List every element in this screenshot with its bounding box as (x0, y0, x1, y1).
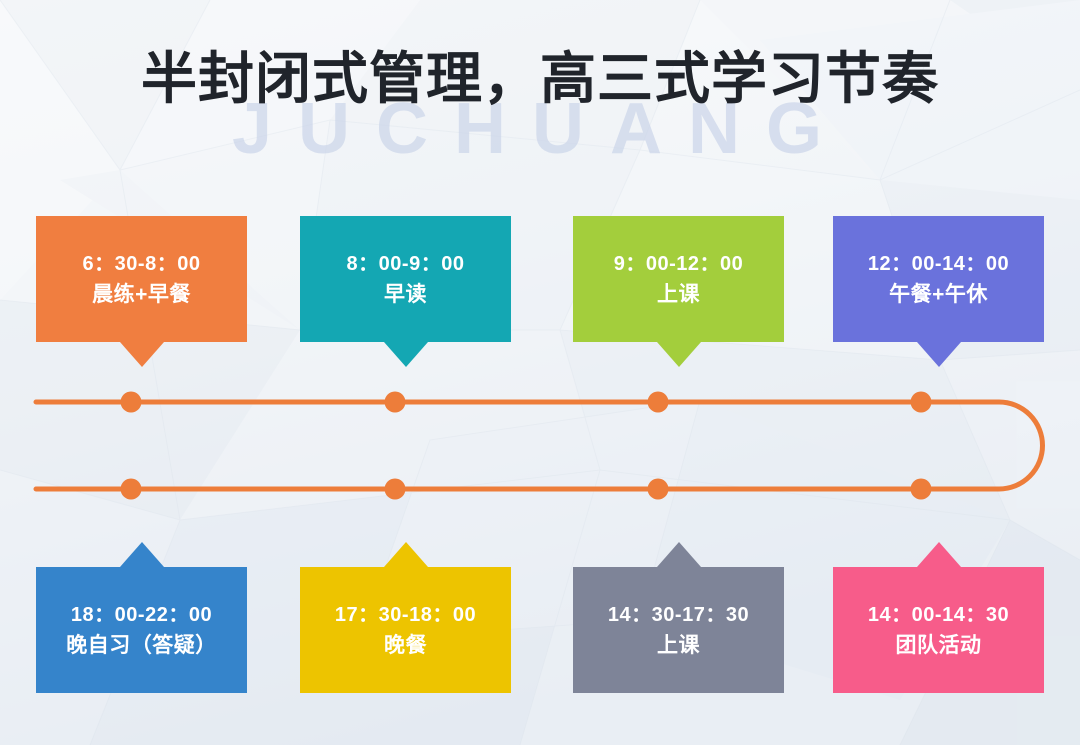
schedule-card-label: 早读 (384, 282, 427, 306)
timeline-node-bottom-4[interactable] (910, 478, 932, 500)
card-tail-icon (656, 342, 701, 367)
schedule-card-label: 团队活动 (895, 633, 982, 657)
timeline-node-top-3[interactable] (647, 391, 669, 413)
schedule-card-time: 18：00-22：00 (70, 603, 213, 626)
schedule-card-time: 9：00-12：00 (613, 252, 744, 275)
timeline-node-bottom-3[interactable] (647, 478, 669, 500)
schedule-row-morning: 6：30-8：00 晨练+早餐 8：00-9：00 早读 9：00-12：00 … (0, 216, 1080, 367)
timeline-node-top-2[interactable] (384, 391, 406, 413)
schedule-card-time: 17：30-18：00 (334, 603, 477, 626)
schedule-card-label: 上课 (657, 633, 700, 657)
schedule-card-time: 12：00-14：00 (867, 252, 1010, 275)
schedule-card-label: 午餐+午休 (889, 282, 988, 306)
schedule-card-time: 14：30-17：30 (607, 603, 750, 626)
card-tail-icon (656, 542, 701, 567)
timeline-node-top-4[interactable] (910, 391, 932, 413)
card-tail-icon (383, 542, 428, 567)
schedule-card-afternoon-class[interactable]: 14：30-17：30 上课 (573, 542, 784, 693)
schedule-card-time: 6：30-8：00 (82, 252, 201, 275)
schedule-card-time: 14：00-14：30 (867, 603, 1010, 626)
schedule-card-time: 8：00-9：00 (346, 252, 465, 275)
page-title: 半封闭式管理，高三式学习节奏 (141, 47, 939, 110)
schedule-card-team-activity[interactable]: 14：00-14：30 团队活动 (833, 542, 1044, 693)
schedule-card-label: 晨练+早餐 (92, 282, 191, 306)
timeline-node-bottom-1[interactable] (120, 478, 142, 500)
schedule-card-label: 上课 (657, 282, 700, 306)
card-tail-icon (383, 342, 428, 367)
card-tail-icon (916, 342, 961, 367)
card-tail-icon (916, 542, 961, 567)
card-tail-icon (119, 542, 164, 567)
schedule-row-evening: 18：00-22：00 晚自习（答疑） 17：30-18：00 晚餐 14：30… (0, 542, 1080, 693)
timeline-snake-line (33, 399, 1045, 492)
timeline-node-top-1[interactable] (120, 391, 142, 413)
timeline-node-bottom-2[interactable] (384, 478, 406, 500)
schedule-card-morning-exercise[interactable]: 6：30-8：00 晨练+早餐 (36, 216, 247, 367)
timeline-nodes (120, 391, 932, 500)
schedule-card-evening-study[interactable]: 18：00-22：00 晚自习（答疑） (36, 542, 247, 693)
card-tail-icon (119, 342, 164, 367)
schedule-card-morning-reading[interactable]: 8：00-9：00 早读 (300, 216, 511, 367)
brand-watermark: JUCHUANG (231, 89, 849, 169)
schedule-card-label: 晚自习（答疑） (66, 633, 217, 657)
schedule-card-dinner[interactable]: 17：30-18：00 晚餐 (300, 542, 511, 693)
schedule-card-morning-class[interactable]: 9：00-12：00 上课 (573, 216, 784, 367)
schedule-card-label: 晚餐 (384, 633, 427, 657)
schedule-card-lunch-rest[interactable]: 12：00-14：00 午餐+午休 (833, 216, 1044, 367)
